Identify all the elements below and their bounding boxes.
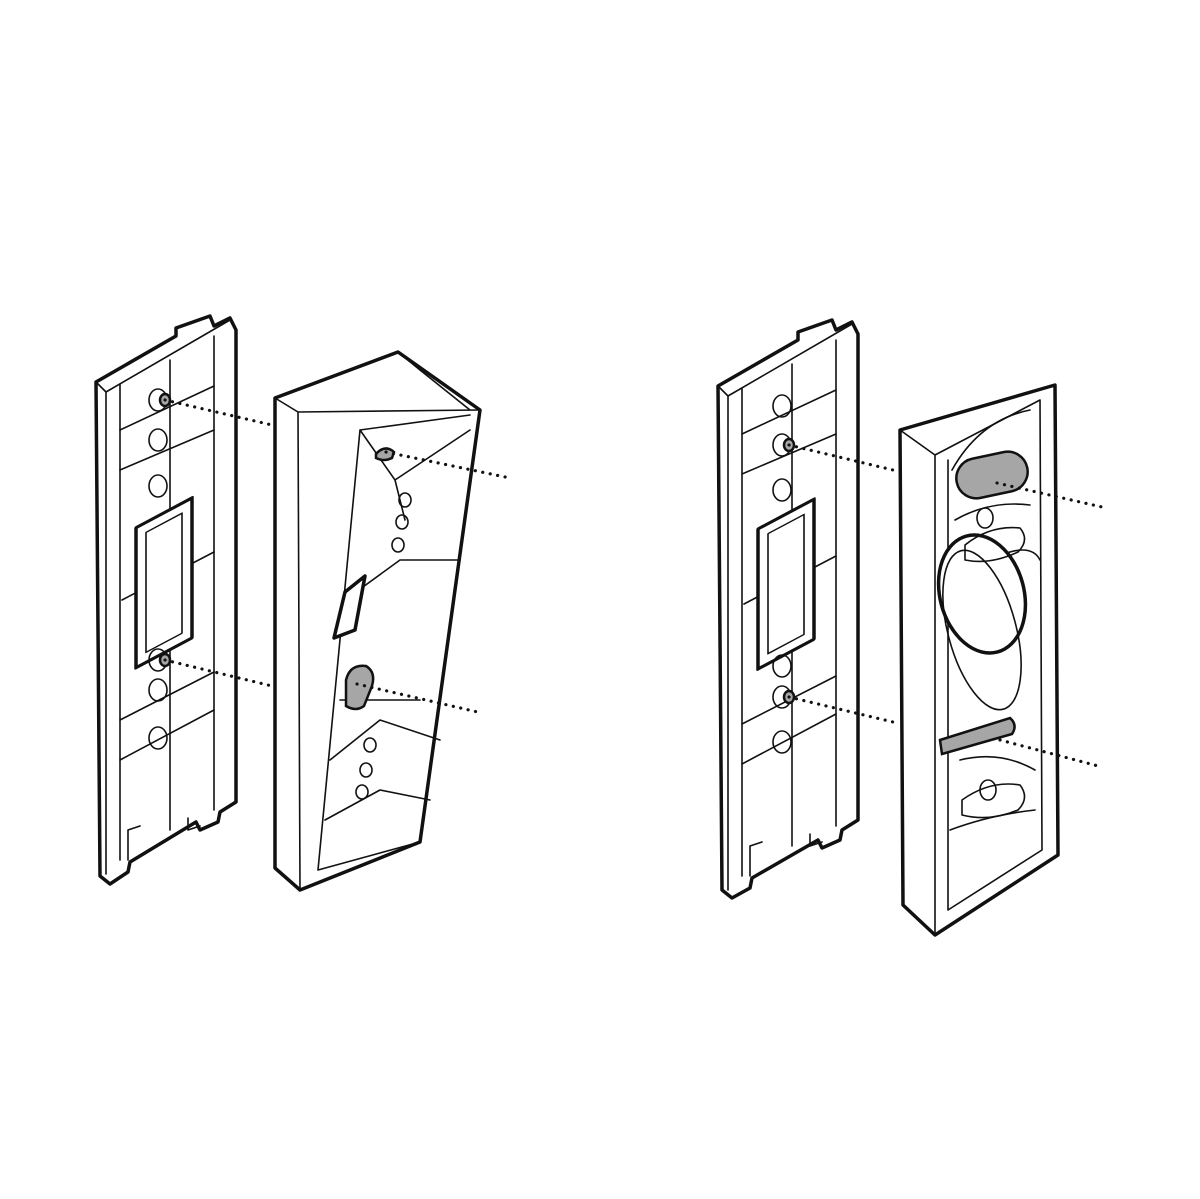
right-bracket-top-slot — [955, 450, 1029, 500]
left-wedge-top-slot — [374, 447, 396, 462]
right-corner-bracket — [898, 383, 1060, 937]
left-bottom-alignment-line — [163, 658, 274, 688]
left-wedge-cable-opening — [332, 574, 367, 640]
right-bracket-bottom-alignment-line — [998, 738, 1104, 769]
right-bottom-alignment-line — [787, 695, 895, 724]
right-backplate — [716, 318, 860, 900]
right-bracket-top-alignment-line — [995, 481, 1104, 509]
right-bracket-cable-opening — [936, 533, 1028, 655]
left-wedge-top-alignment-line — [384, 450, 512, 480]
left-top-alignment-line — [163, 398, 274, 427]
left-wedge-bottom-alignment-line — [355, 682, 484, 715]
right-top-alignment-line — [787, 443, 895, 472]
left-wedge-bracket — [273, 350, 482, 892]
right-backplate-window — [756, 497, 816, 671]
left-wedge-bottom-slot — [344, 664, 375, 711]
right-bracket-bottom-slot — [938, 716, 1016, 756]
left-backplate — [94, 314, 238, 886]
